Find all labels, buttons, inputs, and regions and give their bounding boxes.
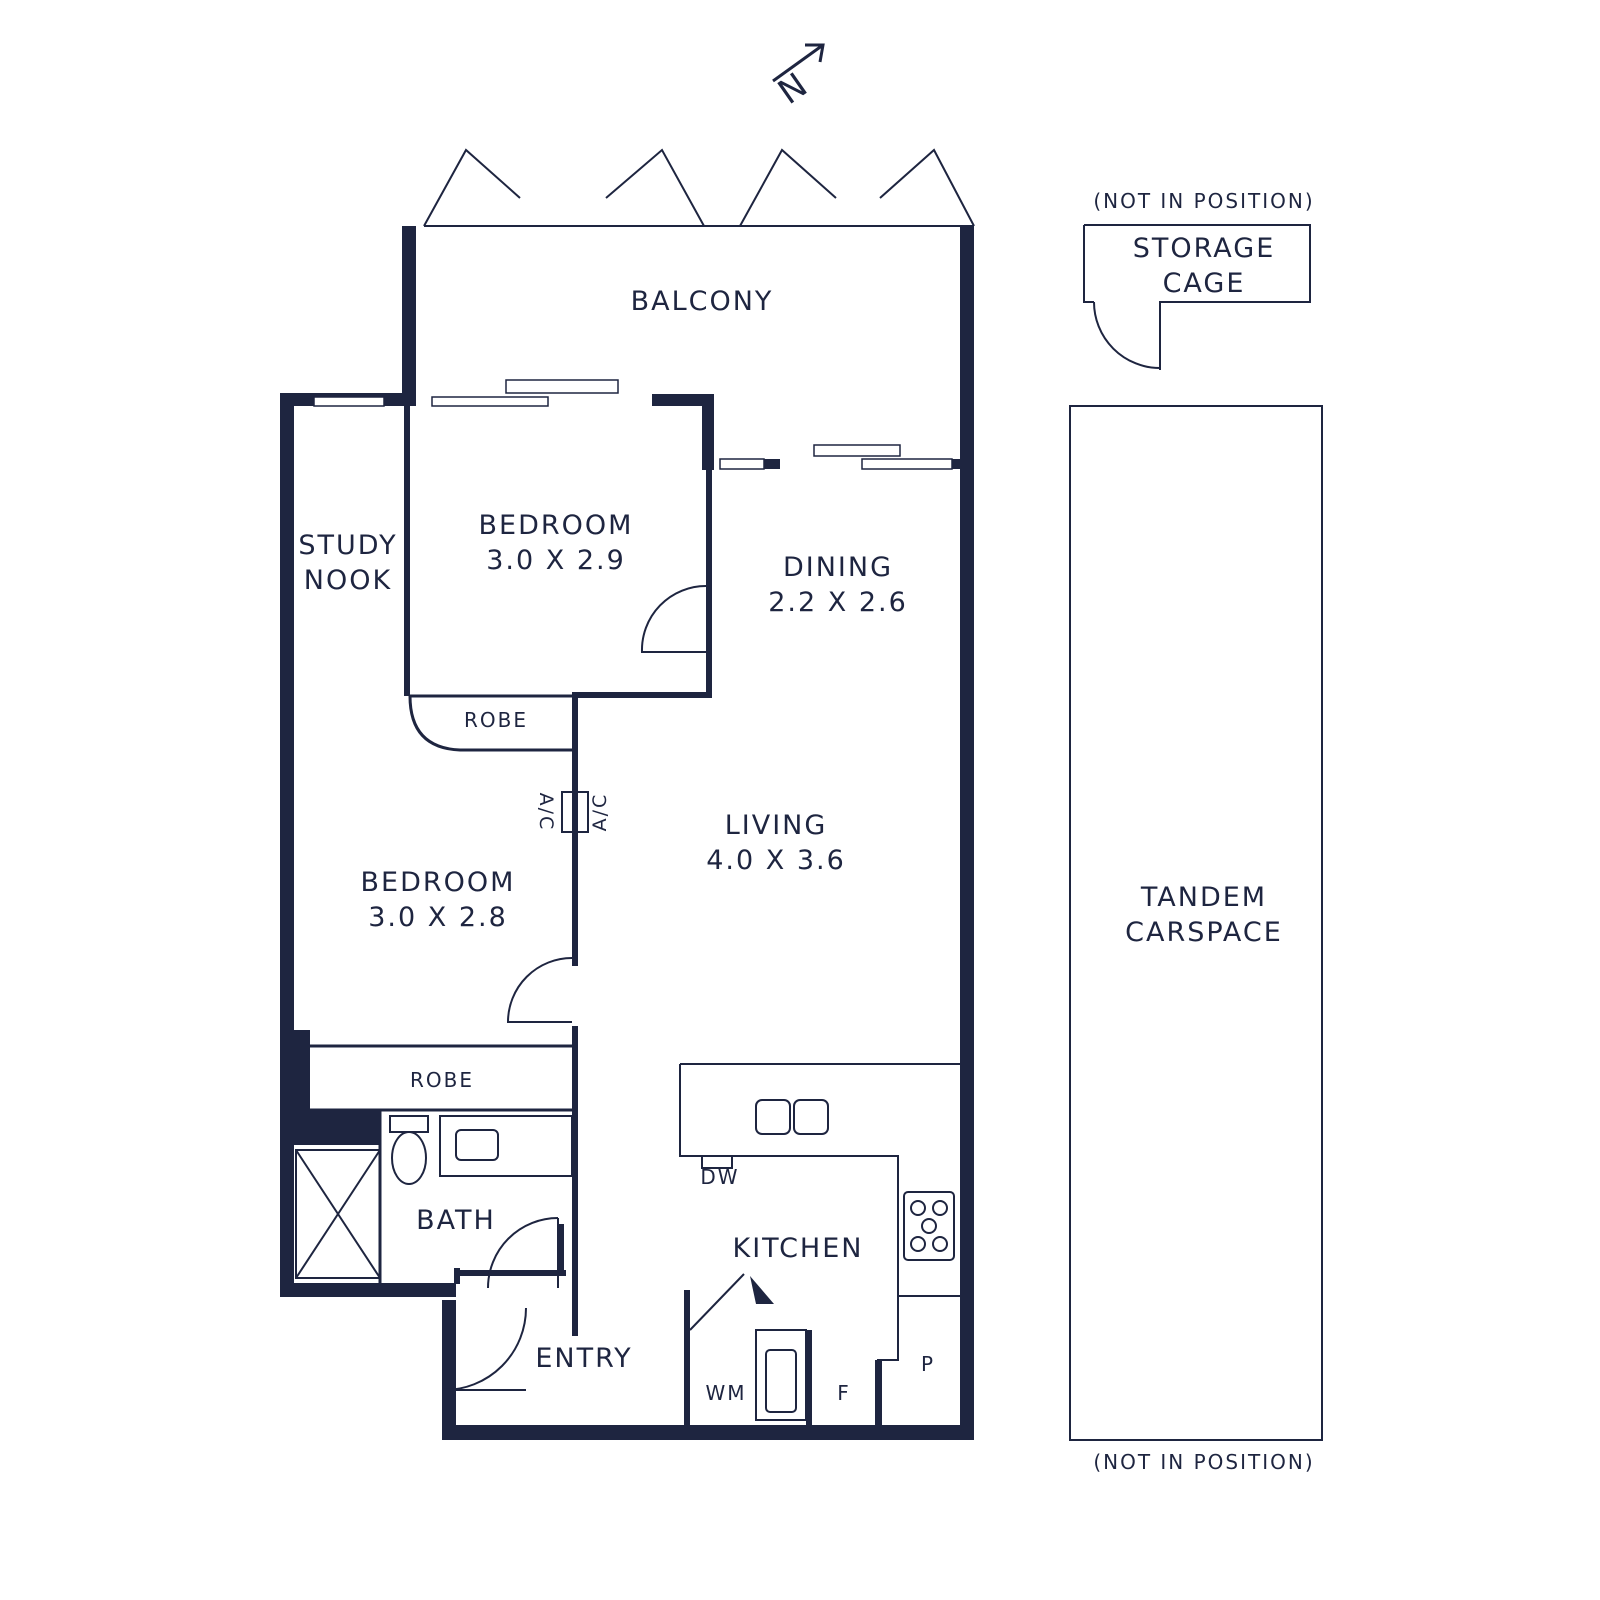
bedroom2-dimensions: 3.0 X 2.8 — [368, 902, 508, 933]
entry-label: ENTRY — [535, 1343, 632, 1374]
robe2-label: ROBE — [410, 1068, 474, 1092]
carspace-label-line1: TANDEM — [1140, 882, 1267, 913]
exterior-walls — [280, 226, 974, 1440]
ac-right-label: A/C — [589, 793, 611, 832]
storage-cage-note: (NOT IN POSITION) — [1093, 189, 1314, 213]
north-arrow-icon: N — [771, 43, 825, 113]
living-label: LIVING — [725, 810, 828, 841]
kitchen-fixtures — [679, 1063, 960, 1426]
pantry-label: P — [921, 1352, 935, 1376]
interior-walls — [310, 394, 714, 1425]
doors — [443, 585, 707, 1391]
storage-cage — [1083, 224, 1311, 370]
dining-dimensions: 2.2 X 2.6 — [768, 587, 908, 618]
bath-fixtures — [295, 1115, 573, 1279]
storage-cage-label-line1: STORAGE — [1133, 233, 1276, 264]
living-dimensions: 4.0 X 3.6 — [706, 845, 846, 876]
study-nook-label-line1: STUDY — [298, 530, 397, 561]
carspace-label-line2: CARSPACE — [1125, 917, 1283, 948]
ac-unit — [561, 791, 589, 833]
ac-left-label: A/C — [535, 793, 557, 832]
bath-label: BATH — [416, 1205, 496, 1236]
balcony-label: BALCONY — [631, 286, 774, 317]
study-nook-label-line2: NOOK — [304, 565, 392, 596]
carspace-outline — [1069, 405, 1323, 1441]
washing-machine-label: WM — [705, 1381, 746, 1405]
robe1-label: ROBE — [464, 708, 528, 732]
balcony-railing — [423, 148, 975, 227]
windows — [313, 379, 960, 470]
kitchen-label: KITCHEN — [733, 1233, 864, 1264]
bedroom1-dimensions: 3.0 X 2.9 — [486, 545, 626, 576]
fridge-label: F — [837, 1381, 851, 1405]
dishwasher-label: DW — [700, 1165, 739, 1189]
dining-label: DINING — [783, 552, 893, 583]
north-letter: N — [771, 64, 816, 113]
storage-cage-label-line2: CAGE — [1163, 268, 1246, 299]
bedroom2-label: BEDROOM — [361, 867, 516, 898]
carspace-note: (NOT IN POSITION) — [1093, 1450, 1314, 1474]
bedroom1-label: BEDROOM — [479, 510, 634, 541]
